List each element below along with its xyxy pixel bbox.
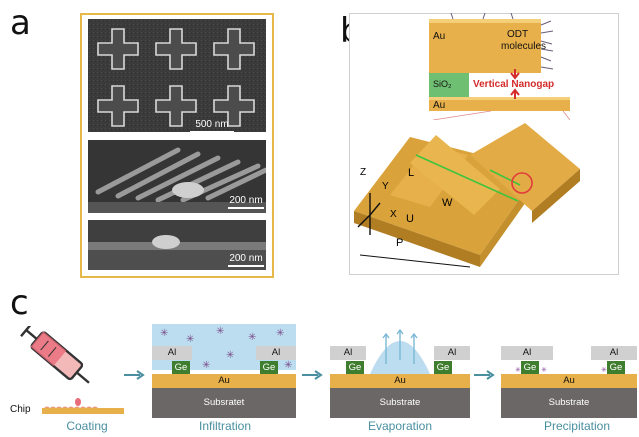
inset-au-bottom: Au	[433, 100, 446, 111]
al-block-right: Al	[256, 346, 296, 360]
syringe-icon	[20, 323, 124, 414]
chip-label: Chip	[10, 404, 31, 415]
device-3d-drawing	[354, 123, 580, 268]
caption-infiltration: Infiltration	[198, 419, 252, 433]
svg-text:✳: ✳	[515, 366, 521, 374]
cross-section-layer	[88, 220, 266, 270]
svg-text:✳: ✳	[160, 328, 168, 339]
inset-au-top: Au	[433, 31, 446, 42]
scale-bar-2: 200 nm	[228, 195, 264, 209]
caption-evaporation: Evaporation	[367, 419, 433, 433]
evaporation-stack: Al Al Ge Ge Au Substrate	[330, 324, 470, 418]
precipitation-stack: ✳✳✳✳✳✳✳ Al Al Ge Ge Au Substrate	[501, 324, 637, 418]
panel-a-label: a	[10, 3, 31, 43]
axis-y-label: Y	[382, 181, 389, 192]
sem-image-cross-section: 200 nm	[88, 220, 266, 270]
svg-text:✳: ✳	[276, 328, 284, 339]
au-layer: Au	[152, 374, 296, 388]
arrow-icon	[124, 370, 145, 380]
ge-block-left: Ge	[521, 361, 539, 374]
au-layer: Au	[501, 374, 637, 388]
svg-text:✳: ✳	[248, 332, 256, 343]
svg-text:✳: ✳	[202, 360, 210, 371]
al-block-right: Al	[434, 346, 470, 360]
evaporation-droplet	[370, 328, 430, 374]
device-3d: Z Y X L W U P	[350, 115, 616, 272]
caption-precipitation: Precipitation	[543, 419, 611, 433]
ge-block-right: Ge	[260, 361, 278, 374]
ge-block-right: Ge	[607, 361, 625, 374]
substrate-layer: Substrate	[501, 388, 637, 418]
al-block-right: Al	[591, 346, 637, 360]
axis-x-label: X	[390, 209, 397, 220]
inset-odt-label: ODT	[507, 29, 529, 40]
substrate-layer: Substrate	[330, 388, 470, 418]
al-block-left: Al	[152, 346, 192, 360]
sem-image-side-view: 200 nm	[88, 140, 266, 213]
scale-bar-1: 500 nm	[190, 119, 234, 132]
substrate-layer: Subsratet	[152, 388, 296, 418]
nanobar-rows	[88, 140, 266, 213]
scale-bar-3-label: 200 nm	[229, 253, 263, 264]
inset-sio2-label: SiO₂	[433, 79, 452, 89]
svg-text:✳: ✳	[541, 366, 547, 374]
au-layer: Au	[330, 374, 470, 388]
svg-text:✳: ✳	[186, 334, 194, 345]
ge-block-right: Ge	[434, 361, 452, 374]
svg-text:✳: ✳	[284, 360, 292, 371]
nanogap-inset: Au Au ODT molecules SiO₂ Vertical Nanoga…	[423, 12, 571, 121]
svg-text:✳: ✳	[216, 326, 224, 337]
nanogap-inset-drawing	[429, 12, 571, 121]
arrow-icon	[302, 370, 323, 380]
dim-w-label: W	[442, 197, 453, 209]
svg-text:✳: ✳	[226, 350, 234, 361]
dim-u-label: U	[406, 213, 414, 225]
scale-bar-3: 200 nm	[228, 253, 264, 267]
inset-molecules-label: molecules	[501, 41, 547, 52]
vertical-nanogap-label: Vertical Nanogap	[473, 79, 555, 90]
dim-p-label: P	[396, 237, 404, 249]
al-block-left: Al	[330, 346, 366, 360]
dim-l-label: L	[408, 167, 415, 179]
ge-block-left: Ge	[172, 361, 190, 374]
al-block-left: Al	[501, 346, 553, 360]
scale-bar-1-label: 500 nm	[195, 119, 229, 130]
caption-coating: Coating	[66, 419, 108, 433]
ge-block-left: Ge	[346, 361, 364, 374]
cross-array	[88, 19, 266, 132]
axis-z-label: Z	[360, 167, 367, 178]
panel-c-label: c	[10, 283, 29, 323]
syringe-illustration	[14, 323, 124, 416]
arrow-icon	[474, 370, 495, 380]
infiltration-stack: ✳✳✳✳✳ ✳✳✳✳✳ Al Al Ge Ge Au Subsratet	[152, 324, 296, 418]
sem-image-crosses: 500 nm	[88, 19, 266, 132]
svg-text:✳: ✳	[601, 366, 607, 374]
scale-bar-2-label: 200 nm	[229, 195, 263, 206]
